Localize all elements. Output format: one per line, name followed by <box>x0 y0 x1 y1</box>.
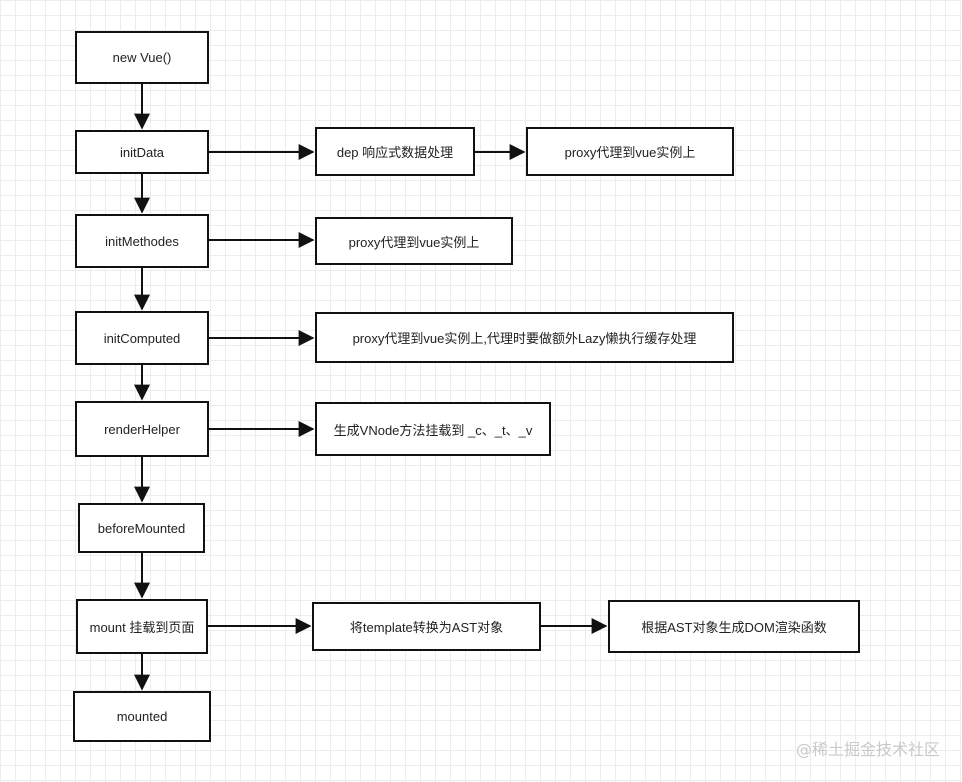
node-before-mounted: beforeMounted <box>78 503 205 553</box>
node-dep-reactive: dep 响应式数据处理 <box>315 127 475 176</box>
node-ast-to-dom-render: 根据AST对象生成DOM渲染函数 <box>608 600 860 653</box>
node-vnode-methods: 生成VNode方法挂载到 _c、_t、_v <box>315 402 551 456</box>
node-init-methodes: initMethodes <box>75 214 209 268</box>
node-mounted: mounted <box>73 691 211 742</box>
node-render-helper: renderHelper <box>75 401 209 457</box>
watermark-text: @稀土掘金技术社区 <box>795 740 940 759</box>
node-proxy-computed: proxy代理到vue实例上,代理时要做额外Lazy懒执行缓存处理 <box>315 312 734 363</box>
node-new-vue: new Vue() <box>75 31 209 84</box>
node-proxy-data: proxy代理到vue实例上 <box>526 127 734 176</box>
node-init-data: initData <box>75 130 209 174</box>
node-template-to-ast: 将template转换为AST对象 <box>312 602 541 651</box>
node-init-computed: initComputed <box>75 311 209 365</box>
node-mount: mount 挂载到页面 <box>76 599 208 654</box>
node-proxy-methodes: proxy代理到vue实例上 <box>315 217 513 265</box>
